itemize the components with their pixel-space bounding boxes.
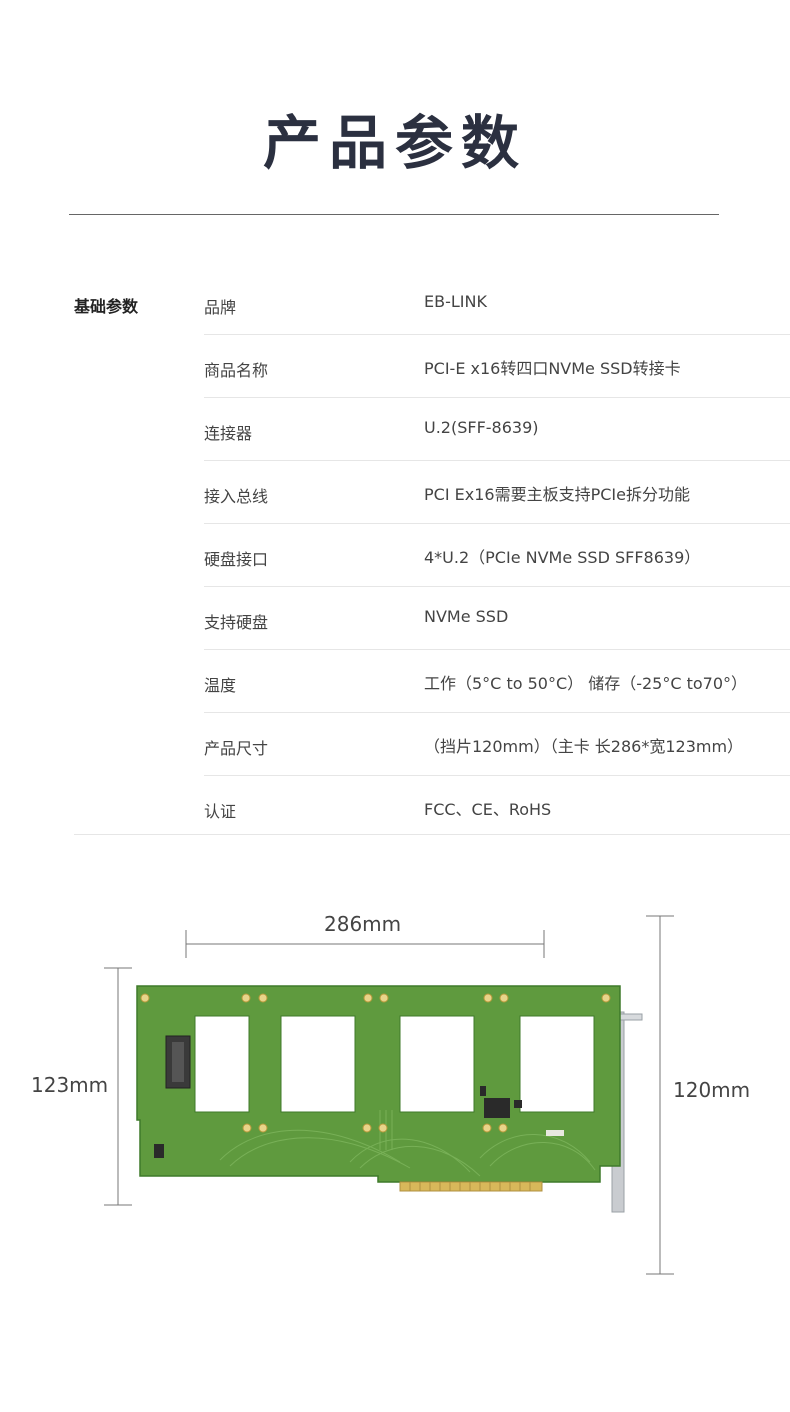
dimension-length-label: 286mm (324, 912, 402, 936)
spec-row: 连接器 U.2(SFF-8639) (204, 398, 790, 461)
dimension-lines (104, 915, 674, 1275)
spec-key: 硬盘接口 (204, 550, 269, 569)
spec-key: 接入总线 (204, 487, 269, 506)
spec-value: EB-LINK (424, 292, 487, 311)
dimension-width-label: 123mm (31, 1073, 109, 1097)
spec-row: 接入总线 PCI Ex16需要主板支持PCIe拆分功能 (204, 461, 790, 524)
product-diagram (104, 915, 674, 1275)
spec-key: 产品尺寸 (204, 739, 269, 758)
spec-key: 认证 (204, 802, 237, 821)
spec-key: 支持硬盘 (204, 613, 269, 632)
page-title: 产品参数 (262, 109, 527, 177)
spec-row: 认证 FCC、CE、RoHS (204, 776, 790, 838)
spec-row: 商品名称 PCI-E x16转四口NVMe SSD转接卡 (204, 335, 790, 398)
spec-value: （挡片120mm）（主卡 长286*宽123mm） (424, 737, 744, 756)
spec-value: PCI-E x16转四口NVMe SSD转接卡 (424, 359, 681, 378)
pcb-board (136, 985, 621, 1192)
spec-key: 品牌 (204, 298, 237, 317)
spec-value: 4*U.2（PCIe NVMe SSD SFF8639） (424, 548, 701, 567)
spec-value: NVMe SSD (424, 607, 509, 626)
spec-row: 温度 工作（5°C to 50°C） 储存（-25°C to70°） (204, 650, 790, 713)
spec-row: 产品尺寸 （挡片120mm）（主卡 长286*宽123mm） (204, 713, 790, 776)
spec-value: PCI Ex16需要主板支持PCIe拆分功能 (424, 485, 690, 504)
dimension-bracket-label: 120mm (673, 1078, 751, 1102)
spec-key: 商品名称 (204, 361, 269, 380)
table-bottom-divider (74, 834, 790, 835)
spec-row: 品牌 EB-LINK (204, 272, 790, 335)
title-divider (69, 214, 719, 215)
spec-value: FCC、CE、RoHS (424, 800, 552, 819)
section-label-basic: 基础参数 (74, 297, 139, 316)
spec-key: 温度 (204, 676, 237, 695)
spec-row: 硬盘接口 4*U.2（PCIe NVMe SSD SFF8639） (204, 524, 790, 587)
spec-table: 品牌 EB-LINK 商品名称 PCI-E x16转四口NVMe SSD转接卡 … (204, 272, 790, 838)
spec-row: 支持硬盘 NVMe SSD (204, 587, 790, 650)
spec-value: U.2(SFF-8639) (424, 418, 539, 437)
spec-value: 工作（5°C to 50°C） 储存（-25°C to70°） (424, 674, 748, 693)
spec-key: 连接器 (204, 424, 253, 443)
